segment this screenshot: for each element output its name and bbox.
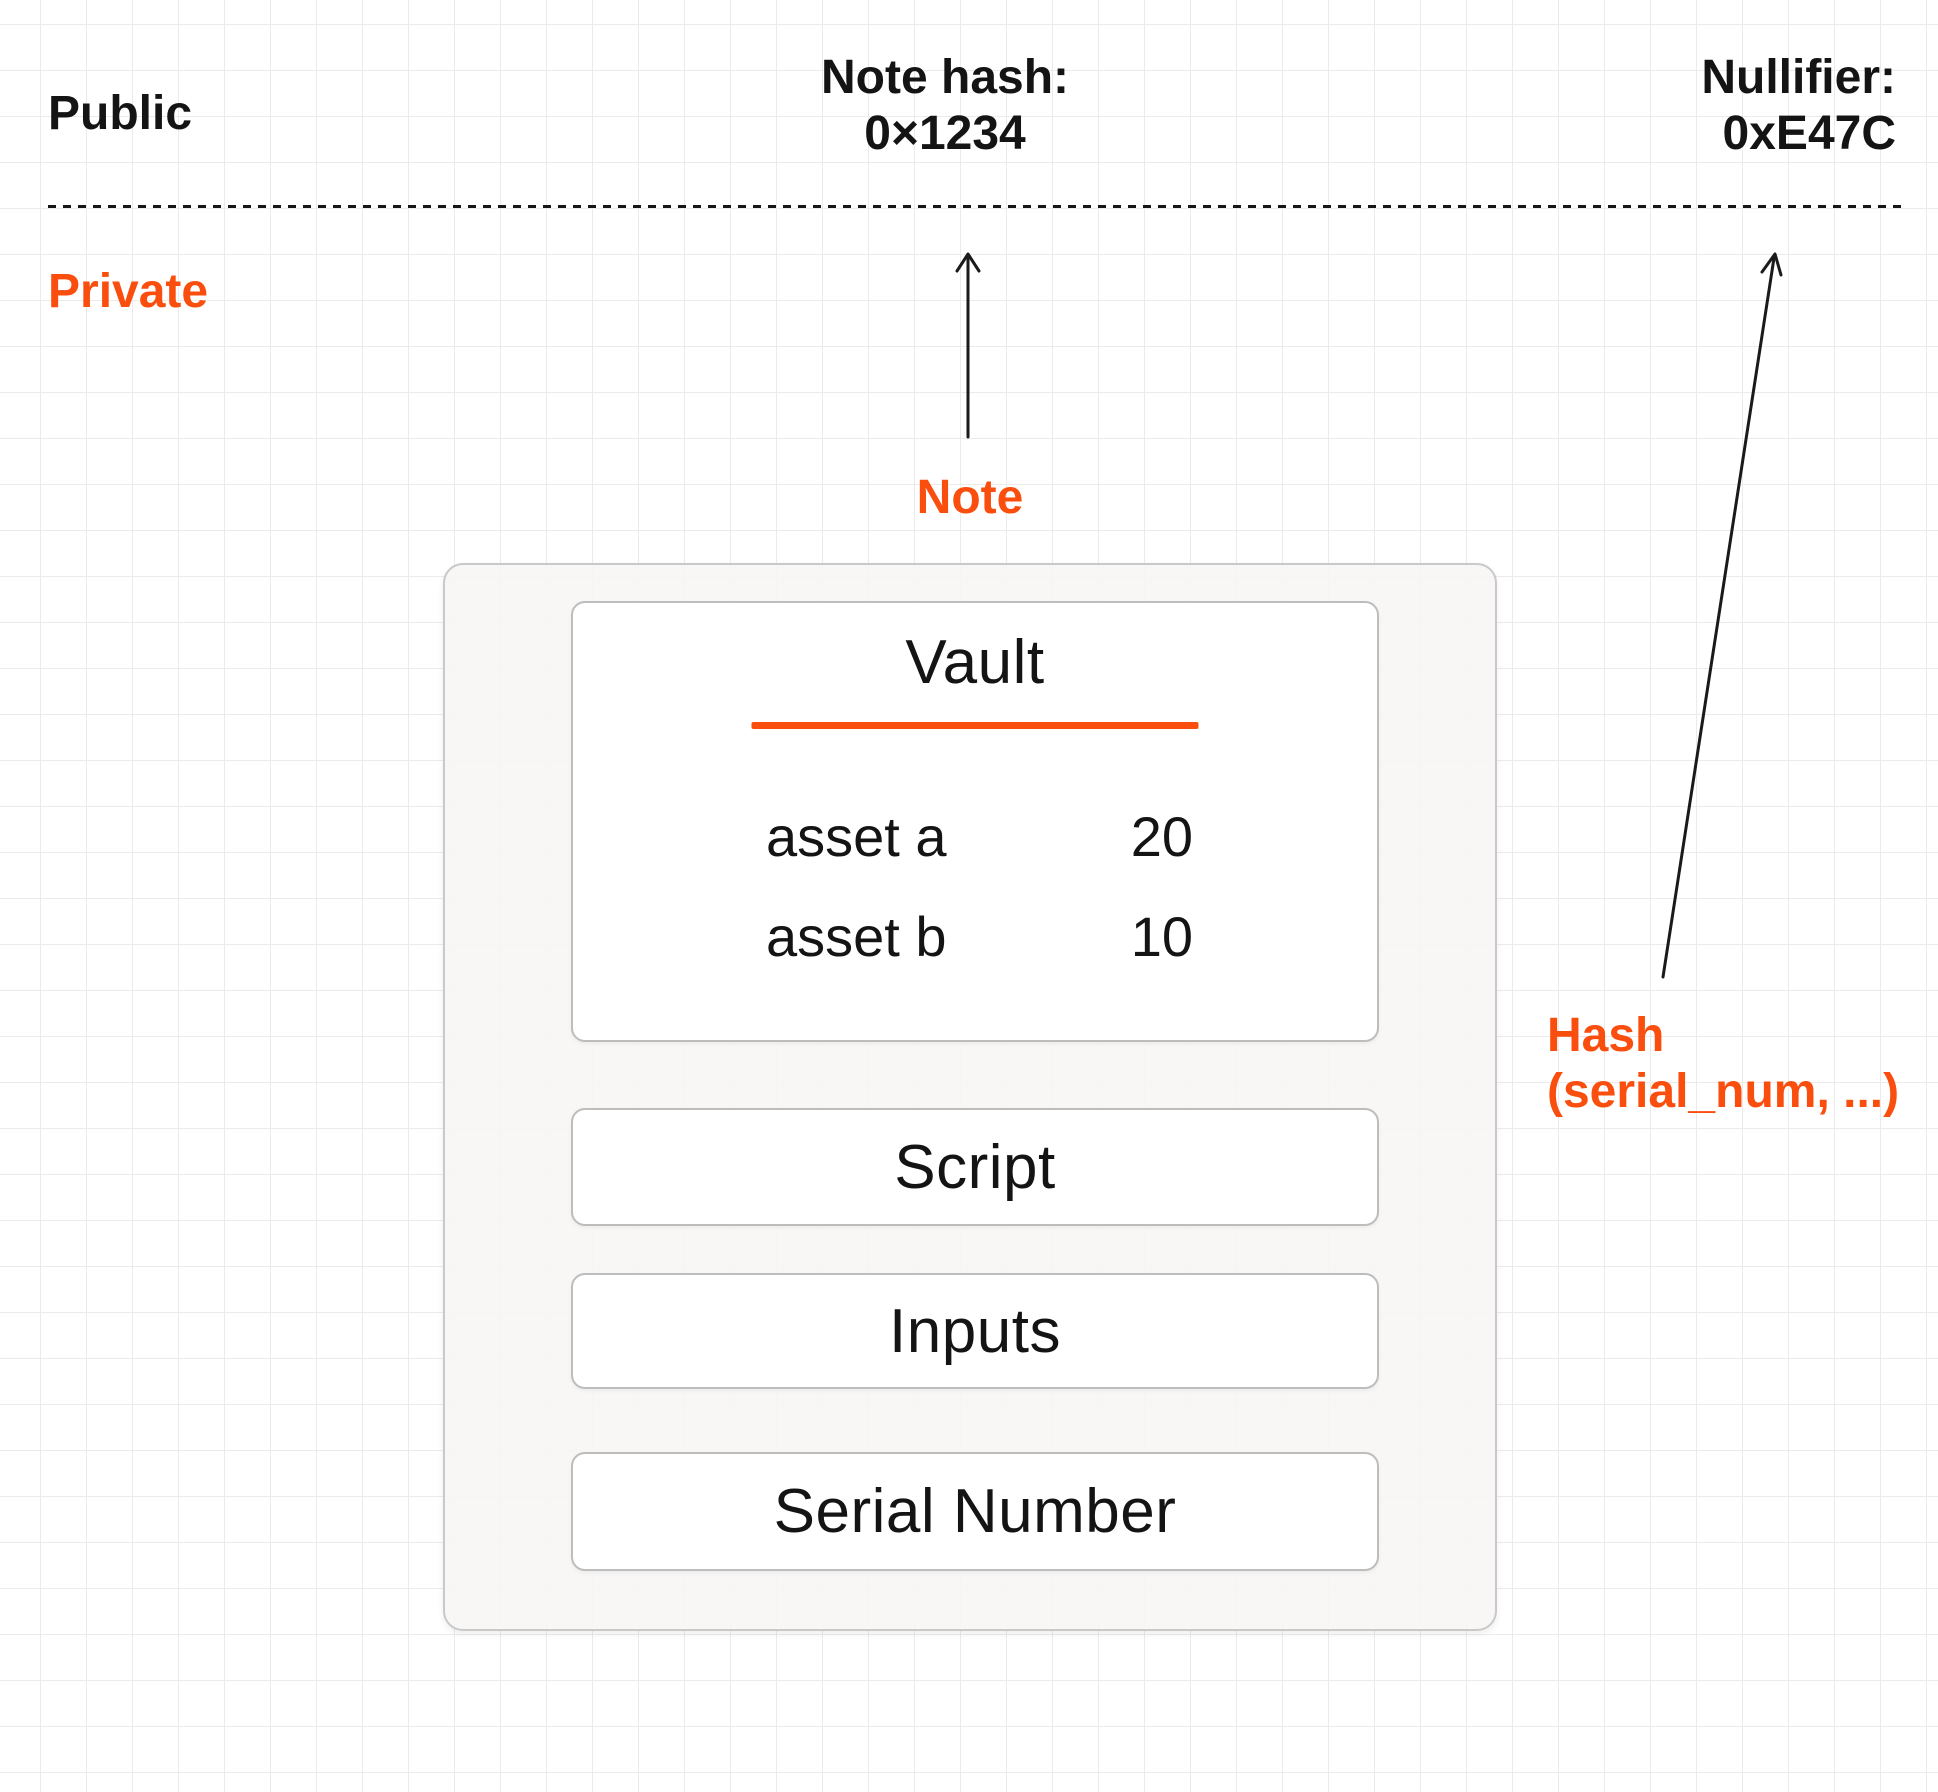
asset-name: asset b xyxy=(766,905,947,968)
hash-arrow xyxy=(1661,252,1783,979)
script-section-box: Script xyxy=(571,1108,1379,1226)
vault-title-underline xyxy=(751,722,1199,729)
public-private-divider xyxy=(48,205,1908,208)
asset-row: asset a 20 xyxy=(766,809,1193,865)
asset-amount: 10 xyxy=(1130,905,1193,968)
nullifier-label: Nullifier: xyxy=(1701,51,1896,104)
private-zone-label: Private xyxy=(48,265,209,318)
asset-row: asset b 10 xyxy=(766,909,1193,965)
note-card: Vault asset a 20 asset b 10 Script Input… xyxy=(443,563,1497,1631)
serial-number-section-box: Serial Number xyxy=(571,1452,1379,1571)
vault-title: Vault xyxy=(905,628,1045,697)
hash-arrow-label: Hash (serial_num, ...) xyxy=(1547,1008,1899,1120)
note-hash-label: Note hash: xyxy=(820,51,1070,104)
hash-label-line2: (serial_num, ...) xyxy=(1547,1065,1900,1119)
note-arrow xyxy=(955,252,981,439)
inputs-section-box: Inputs xyxy=(571,1273,1379,1389)
nullifier-value: 0xE47C xyxy=(1722,107,1896,161)
hash-label-line1: Hash xyxy=(1547,1009,1665,1062)
vault-box: Vault asset a 20 asset b 10 xyxy=(571,601,1379,1042)
note-arrow-label: Note xyxy=(916,471,1024,524)
asset-amount: 20 xyxy=(1130,805,1193,868)
asset-name: asset a xyxy=(766,805,947,868)
vault-asset-list: asset a 20 asset b 10 xyxy=(766,809,1193,965)
note-hash-annotation: Note hash: 0×1234 xyxy=(821,50,1069,162)
note-hash-value: 0×1234 xyxy=(864,107,1026,161)
public-zone-label: Public xyxy=(48,87,193,140)
nullifier-annotation: Nullifier: 0xE47C xyxy=(1701,50,1896,162)
